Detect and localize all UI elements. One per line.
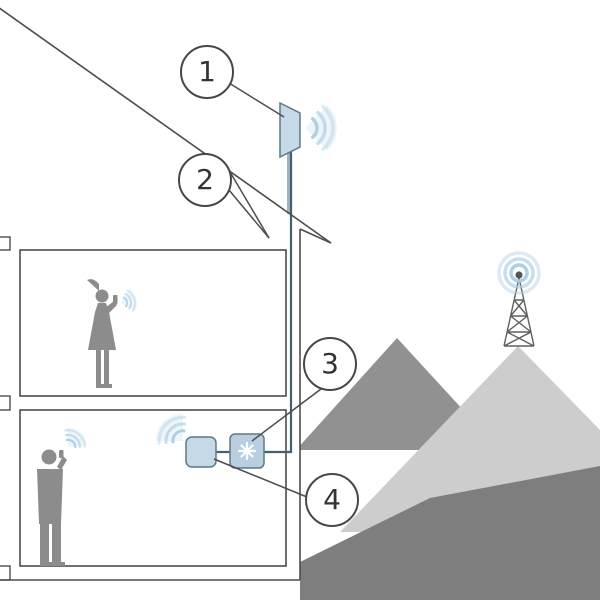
callout-badge-4: 4 [305, 473, 359, 527]
callout-number-2: 2 [196, 163, 214, 196]
leader-line-2b [228, 189, 270, 239]
roof-line [0, 7, 332, 244]
leader-line-2a [229, 171, 270, 239]
wall-section-middle [0, 395, 11, 411]
outdoor-antenna [279, 101, 301, 159]
booster-burst-icon [237, 441, 257, 461]
callout-badge-1: 1 [180, 45, 234, 99]
outdoor-antenna-signal [303, 103, 339, 153]
cell-tower [503, 271, 535, 347]
callout-number-3: 3 [321, 347, 339, 380]
room-upper [19, 249, 287, 397]
foreground-hill [300, 466, 600, 600]
coax-cable [264, 150, 293, 454]
tower-signal-waves [497, 251, 541, 295]
callout-badge-3: 3 [303, 337, 357, 391]
leader-line-1 [228, 82, 285, 118]
wall-section-top [0, 236, 11, 251]
callout-number-4: 4 [323, 483, 341, 516]
leader-line-4 [213, 458, 308, 498]
man-silhouette [37, 449, 67, 566]
callout-number-1: 1 [198, 55, 216, 88]
booster-unit [229, 433, 265, 469]
callout-badge-2: 2 [178, 153, 232, 207]
eave-line [299, 228, 332, 244]
leader-line-3 [251, 388, 322, 442]
woman-silhouette [87, 279, 118, 388]
indoor-antenna [185, 436, 217, 468]
wall-section-bottom [0, 565, 11, 581]
